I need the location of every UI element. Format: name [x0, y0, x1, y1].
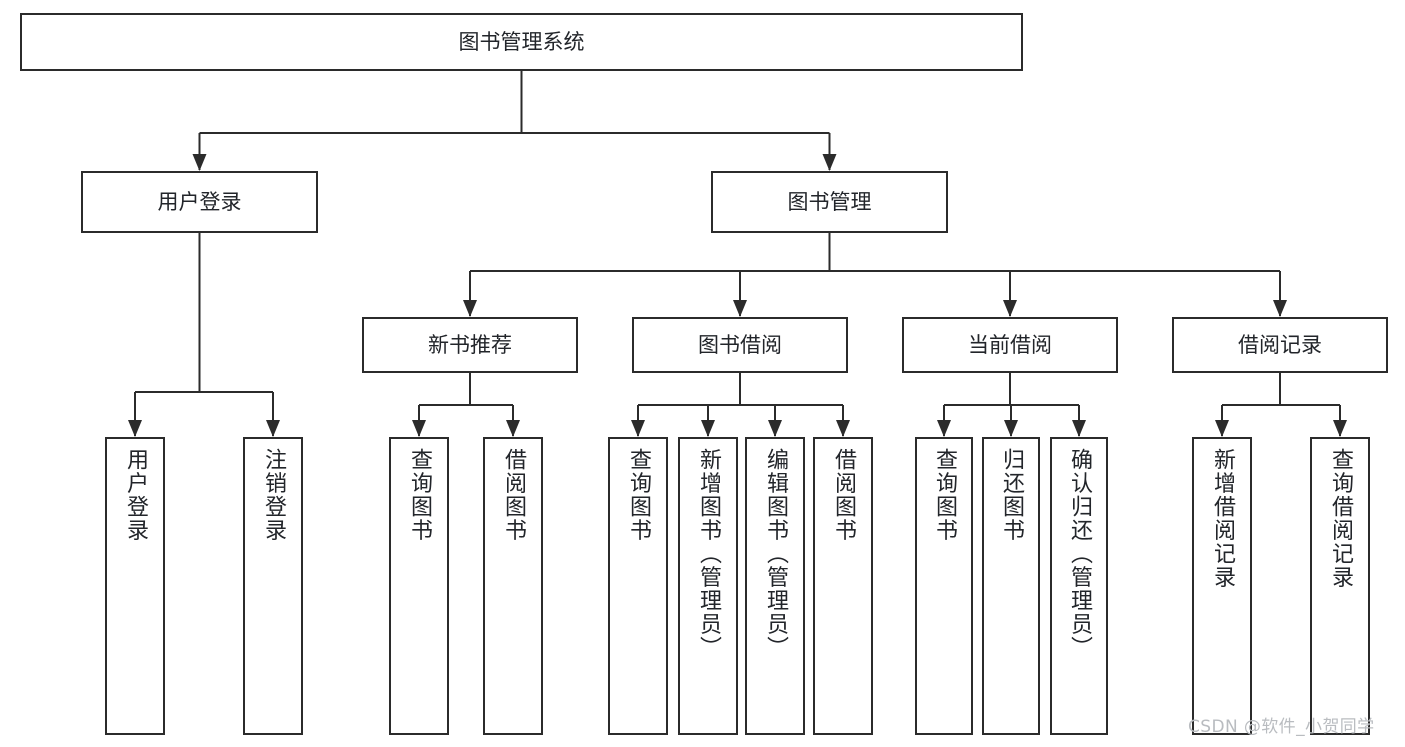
- node-label: 新书推荐: [428, 332, 512, 357]
- node-label: 新增图书（管理员）: [696, 448, 721, 660]
- node-label: 编辑图书（管理员）: [763, 448, 788, 660]
- node-label: 确认归还（管理员）: [1067, 448, 1092, 660]
- node-label: 归还图书: [999, 448, 1024, 542]
- node-leaf-add-book[interactable]: 新增图书（管理员）: [678, 437, 738, 735]
- arrow-head-icon: [1072, 420, 1086, 437]
- arrow-head-icon: [506, 420, 520, 437]
- node-label: 查询图书: [407, 448, 432, 542]
- node-leaf-edit-book[interactable]: 编辑图书（管理员）: [745, 437, 805, 735]
- node-label: 借阅图书: [831, 448, 856, 542]
- node-label: 当前借阅: [968, 332, 1052, 357]
- node-label: 图书借阅: [698, 332, 782, 357]
- arrow-head-icon: [1215, 420, 1229, 437]
- node-leaf-query-book-1[interactable]: 查询图书: [389, 437, 449, 735]
- node-label: 用户登录: [157, 189, 242, 214]
- arrow-head-icon: [937, 420, 951, 437]
- node-label: 注销登录: [261, 448, 286, 542]
- node-leaf-return-book[interactable]: 归还图书: [982, 437, 1040, 735]
- node-book-borrow[interactable]: 图书借阅: [632, 317, 848, 373]
- node-leaf-user-logout[interactable]: 注销登录: [243, 437, 303, 735]
- arrow-head-icon: [1004, 420, 1018, 437]
- arrow-head-icon: [1003, 300, 1017, 317]
- node-label: 新增借阅记录: [1210, 448, 1235, 589]
- node-label: 查询图书: [626, 448, 651, 542]
- arrow-head-icon: [192, 154, 207, 171]
- node-user-login[interactable]: 用户登录: [81, 171, 318, 233]
- node-leaf-borrow-book-1[interactable]: 借阅图书: [483, 437, 543, 735]
- node-new-book-rec[interactable]: 新书推荐: [362, 317, 578, 373]
- arrow-head-icon: [412, 420, 426, 437]
- arrow-head-icon: [768, 420, 782, 437]
- node-leaf-confirm-return[interactable]: 确认归还（管理员）: [1050, 437, 1108, 735]
- node-label: 用户登录: [123, 448, 148, 542]
- node-book-manage[interactable]: 图书管理: [711, 171, 948, 233]
- node-label: 查询借阅记录: [1328, 448, 1353, 589]
- csdn-watermark: CSDN @软件_小贺同学: [1188, 717, 1375, 737]
- arrow-head-icon: [701, 420, 715, 437]
- node-leaf-query-record[interactable]: 查询借阅记录: [1310, 437, 1370, 735]
- node-leaf-user-login[interactable]: 用户登录: [105, 437, 165, 735]
- node-current-borrow[interactable]: 当前借阅: [902, 317, 1118, 373]
- node-root[interactable]: 图书管理系统: [20, 13, 1023, 71]
- arrow-head-icon: [1333, 420, 1347, 437]
- arrow-head-icon: [822, 154, 837, 171]
- node-label: 图书管理系统: [458, 29, 585, 54]
- arrow-head-icon: [463, 300, 477, 317]
- arrow-head-icon: [266, 420, 280, 437]
- node-label: 借阅图书: [501, 448, 526, 542]
- node-leaf-query-book-3[interactable]: 查询图书: [915, 437, 973, 735]
- arrow-head-icon: [631, 420, 645, 437]
- node-label: 借阅记录: [1238, 332, 1322, 357]
- node-label: 查询图书: [932, 448, 957, 542]
- arrow-head-icon: [733, 300, 747, 317]
- arrow-head-icon: [836, 420, 850, 437]
- node-leaf-query-book-2[interactable]: 查询图书: [608, 437, 668, 735]
- node-leaf-add-record[interactable]: 新增借阅记录: [1192, 437, 1252, 735]
- arrow-head-icon: [1273, 300, 1287, 317]
- node-leaf-borrow-book-2[interactable]: 借阅图书: [813, 437, 873, 735]
- node-borrow-record[interactable]: 借阅记录: [1172, 317, 1388, 373]
- node-label: 图书管理: [787, 189, 872, 214]
- arrow-head-icon: [128, 420, 142, 437]
